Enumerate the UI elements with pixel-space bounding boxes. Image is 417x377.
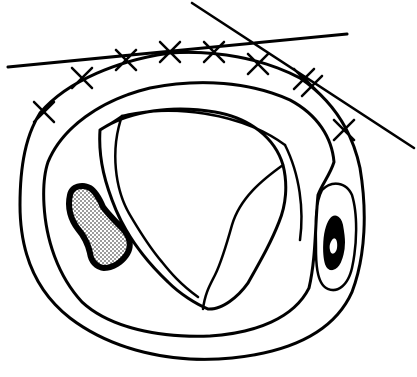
x-marker-group [34,42,354,140]
x-marker [34,102,54,122]
septum-right-line [285,145,301,240]
septum-upper-line [122,111,285,145]
tangent-line-horizontal [8,34,347,67]
stippled-lesion [69,186,130,268]
